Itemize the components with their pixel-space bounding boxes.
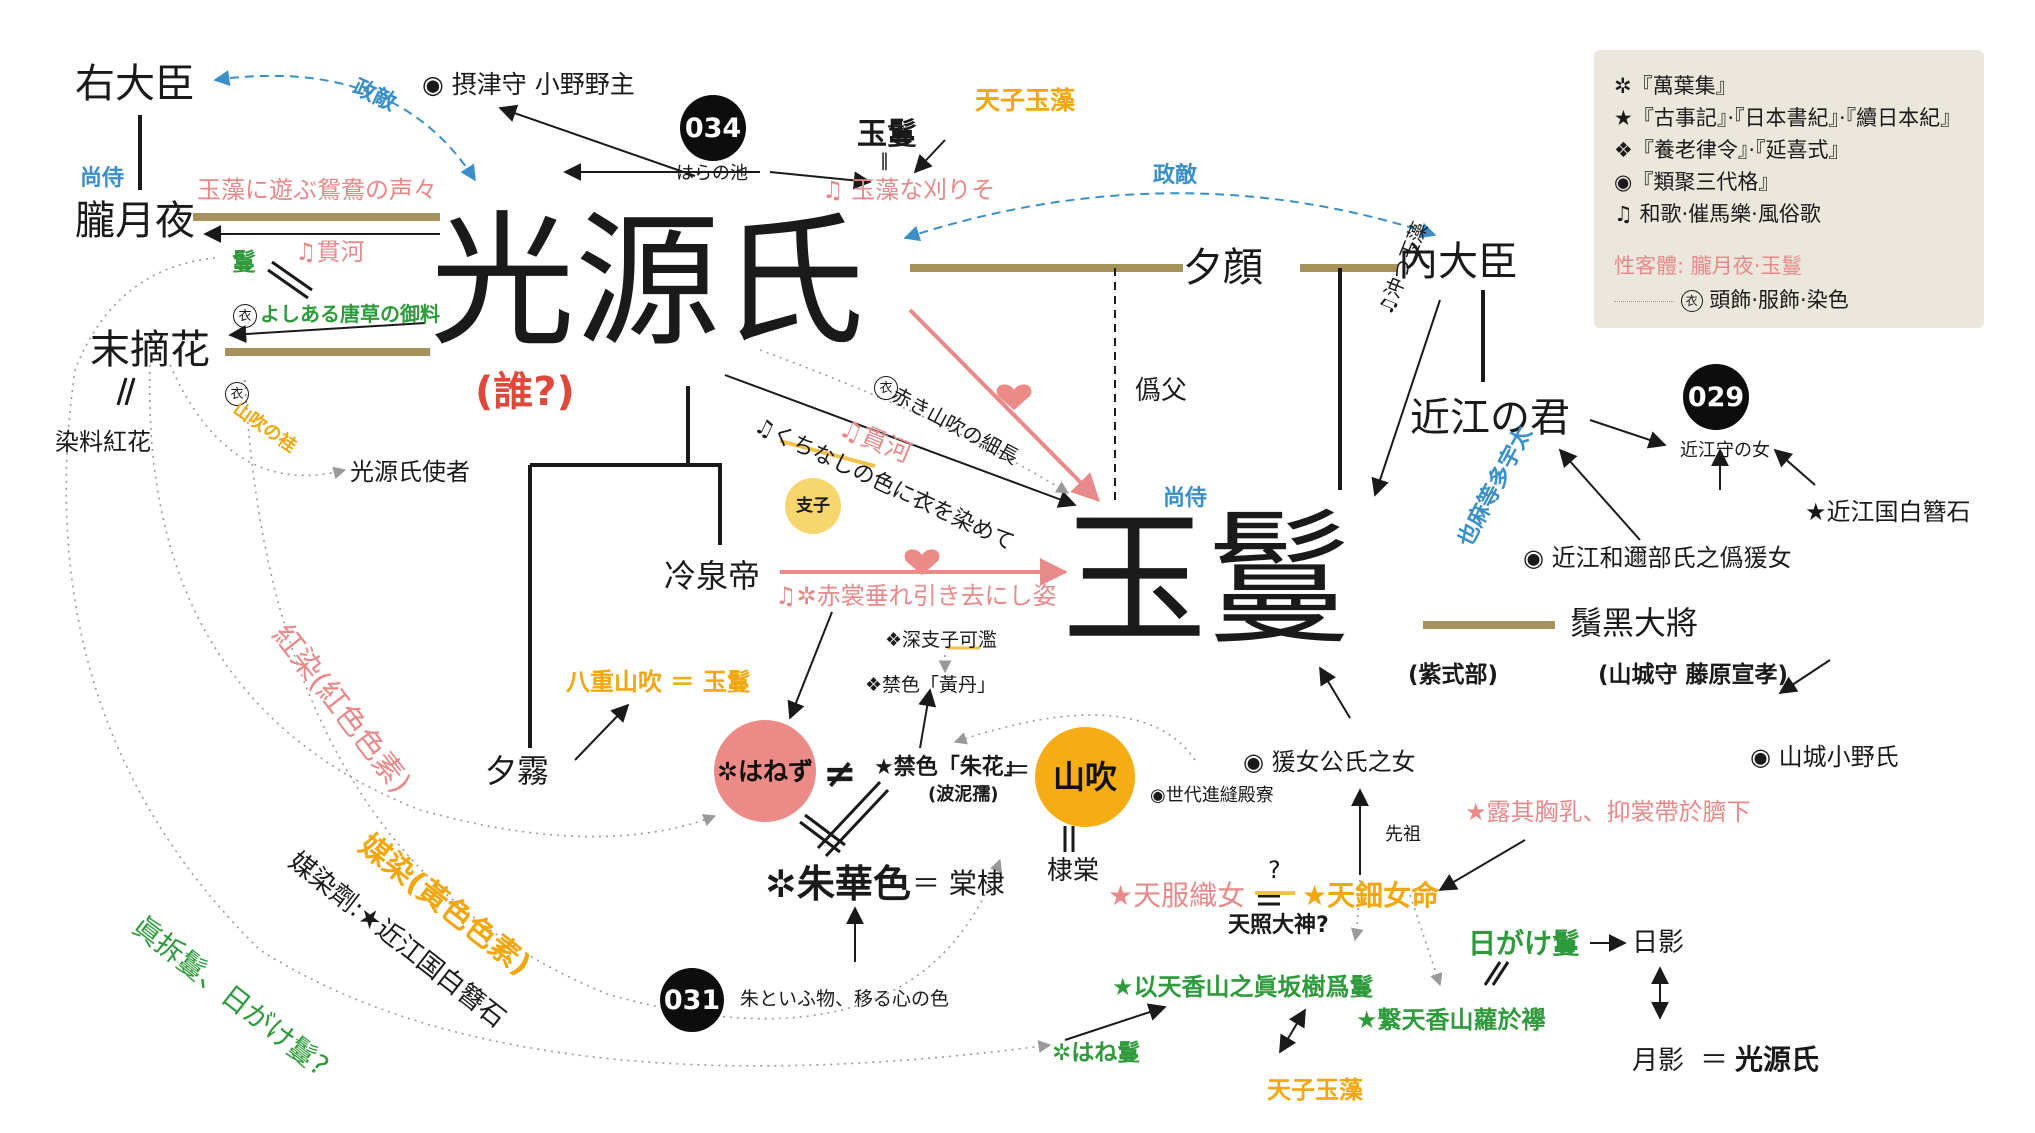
node-hikage-kazura: 日がけ鬘 bbox=[1468, 927, 1581, 960]
node-omi-no-kimi: 近江の君 bbox=[1410, 395, 1570, 441]
node-yugao: 夕顔 bbox=[1183, 245, 1263, 291]
node-tenshi-tamamo-bottom: 天子玉藻 bbox=[1267, 1076, 1363, 1104]
equals-marks bbox=[116, 260, 1510, 986]
legend-item-waka: ♫ 和歌·催馬樂·風俗歌 bbox=[1614, 202, 1821, 226]
node-omi-kami-no-onna: 近江守の女 bbox=[1680, 440, 1770, 461]
not-equal-sign: ≠ bbox=[823, 751, 857, 797]
node-suetsumuhana: 末摘花 bbox=[90, 327, 210, 373]
node-kagu-sakaki: ★以天香山之眞坂樹爲鬘 bbox=[1112, 973, 1374, 1001]
node-hanezu: ✲はねず bbox=[714, 720, 816, 822]
label-tamamo-asobu: 玉藻に遊ぶ鴛鴦の声々 bbox=[197, 176, 437, 204]
equals-small: ‖ bbox=[880, 150, 889, 171]
label-giba: 僞父 bbox=[1135, 376, 1188, 406]
label-yoshiaru: よしある唐草の御料 bbox=[260, 304, 440, 324]
legend-clothes-text: 頭飾·服飾·染色 bbox=[1709, 288, 1849, 312]
node-hane-kazura: ✲はね鬘 bbox=[1052, 1040, 1141, 1066]
label-akamo: ♫✲赤裳垂れ引き去にし姿 bbox=[775, 582, 1057, 610]
legend-item-ritsuryo: ❖『養老律令』·『延喜式』 bbox=[1614, 138, 1850, 162]
node-yae-yamabuki: 八重山吹 ＝ 玉鬘 bbox=[566, 670, 751, 694]
node-kinjiki-shuka: ★禁色「朱花」 bbox=[874, 755, 1026, 780]
node-hikage: 日影 bbox=[1632, 928, 1685, 958]
clothes-icon: 衣 bbox=[225, 382, 249, 406]
tenshi-tamamo-top: 天子玉藻 bbox=[975, 86, 1076, 115]
label-senso: 先祖 bbox=[1385, 824, 1421, 845]
badge-shiko: 支子 bbox=[785, 478, 841, 534]
marriage-lines bbox=[193, 213, 1555, 629]
node-genji-shisha: 光源氏使者 bbox=[350, 458, 470, 486]
node-sarume-kimi: ◉ 猨女公氏之女 bbox=[1243, 748, 1416, 776]
yoshiaru-text: よしある唐草の御料 bbox=[260, 302, 440, 326]
node-settsu: ◉ 摂津守 小野野主 bbox=[422, 70, 635, 99]
badge-034: 034 bbox=[680, 95, 746, 161]
node-genji-question: (誰?) bbox=[475, 369, 575, 415]
node-kagu-hikage: ★繋天香山蘿於襷 bbox=[1356, 1006, 1546, 1034]
node-omi-isewa: ★近江国白簪石 bbox=[1805, 498, 1971, 526]
node-yamashiro-ono: ◉ 山城小野氏 bbox=[1750, 743, 1899, 771]
node-higekuro: 鬚黑大將 bbox=[1570, 604, 1699, 642]
node-senryo-benibana: 染料紅花 bbox=[55, 428, 151, 456]
node-tojo: 棣棠 bbox=[1047, 856, 1100, 886]
question-mark: ? bbox=[1268, 856, 1281, 884]
node-udaijin: 右大臣 bbox=[75, 61, 195, 107]
higekuro-sub: (山城守 藤原宣孝) bbox=[1598, 662, 1789, 688]
node-amaterasu: 天照大神? bbox=[1228, 913, 1329, 938]
equals-tsukikage: ＝ bbox=[1700, 1043, 1729, 1076]
badge-031: 031 bbox=[660, 968, 724, 1032]
dotted-line-sample bbox=[1614, 300, 1674, 302]
node-shuka: ✲朱華色 bbox=[765, 862, 911, 906]
family-lines bbox=[138, 115, 1485, 748]
node-yugiri: 夕霧 bbox=[485, 752, 550, 790]
legend-item-kojiki: ★『古事記』·『日本書紀』·『續日本紀』 bbox=[1614, 106, 1962, 130]
clothes-icon: 衣 bbox=[1680, 290, 1703, 312]
label-shu-to-ifu: 朱といふ物、移る心の色 bbox=[740, 988, 950, 1010]
kuchinashi-underline bbox=[779, 439, 876, 468]
arrows bbox=[203, 104, 1831, 1054]
tamakazura-author: (紫式部) bbox=[1408, 662, 1499, 688]
clothes-icon: 衣 bbox=[233, 304, 257, 328]
legend-seikakutai: 性客體: 朧月夜·玉鬘 bbox=[1614, 254, 1803, 278]
node-tojo-eq: ＝ 棠棣 bbox=[912, 867, 1005, 900]
equals-yamabuki: ＝ bbox=[1003, 754, 1032, 787]
node-kinjiki-ouni: ❖禁色「黃丹」 bbox=[865, 674, 997, 696]
label-naishi-tamakazura: 尚侍 bbox=[1163, 486, 1208, 511]
legend-box: ✲『萬葉集』 ★『古事記』·『日本書紀』·『續日本紀』 ❖『養老律令』·『延喜式… bbox=[1594, 50, 1984, 328]
badge-029: 029 bbox=[1683, 364, 1749, 430]
node-roki: ★露其胸乳、抑裳帶於臍下 bbox=[1465, 798, 1751, 826]
label-naishi-left: 尚侍 bbox=[80, 166, 125, 191]
legend-item-sandaikaku: ◉『類聚三代格』 bbox=[1614, 170, 1780, 194]
yae-yamabuki-text: 八重山吹 ＝ 玉鬘 bbox=[566, 668, 751, 696]
clothes-icon: 衣 bbox=[874, 376, 898, 400]
legend-item-manyoshu: ✲『萬葉集』 bbox=[1614, 74, 1737, 98]
tamakazura-top: 玉鬘 bbox=[857, 117, 917, 152]
label-seiteki-right: 政敵 bbox=[1153, 163, 1198, 188]
legend-clothes-row: 衣 頭飾·服飾·染色 bbox=[1614, 290, 1849, 312]
node-amenouzume: ★天鈿女命 bbox=[1302, 879, 1440, 912]
node-fukashi: ❖深支子可濫 bbox=[885, 629, 998, 651]
node-omi-wani: ◉ 近江和邇部氏之僞猨女 bbox=[1523, 544, 1792, 572]
dotted-arrows bbox=[65, 257, 1443, 1067]
node-yamabuki: 山吹 bbox=[1035, 727, 1135, 827]
node-oborozukiyo: 朧月夜 bbox=[75, 198, 195, 244]
node-genji-bottom: 光源氏 bbox=[1735, 1043, 1820, 1076]
heart-icons bbox=[904, 384, 1032, 575]
node-reizei: 冷泉帝 bbox=[664, 557, 761, 595]
node-tsukikage: 月影 bbox=[1632, 1046, 1685, 1076]
node-naidaijin: 內大臣 bbox=[1398, 239, 1518, 285]
label-hara-no-ike: はらの池 bbox=[676, 163, 748, 184]
label-tamamo-nakari: ♫ 玉藻な刈りそ bbox=[822, 176, 996, 204]
label-kazura: 鬘 bbox=[232, 248, 256, 276]
node-amenohataori: ★天服織女 bbox=[1108, 879, 1246, 912]
node-sedai: ◉世代進縫殿寮 bbox=[1150, 785, 1274, 806]
node-tamakazura: 玉鬘 bbox=[1062, 496, 1352, 665]
label-kanga-left: ♫貫河 bbox=[295, 238, 365, 266]
node-genji: 光源氏 bbox=[430, 198, 865, 367]
political-enemy-arcs bbox=[213, 70, 1437, 242]
node-hadei: (波泥孺) bbox=[928, 784, 999, 805]
